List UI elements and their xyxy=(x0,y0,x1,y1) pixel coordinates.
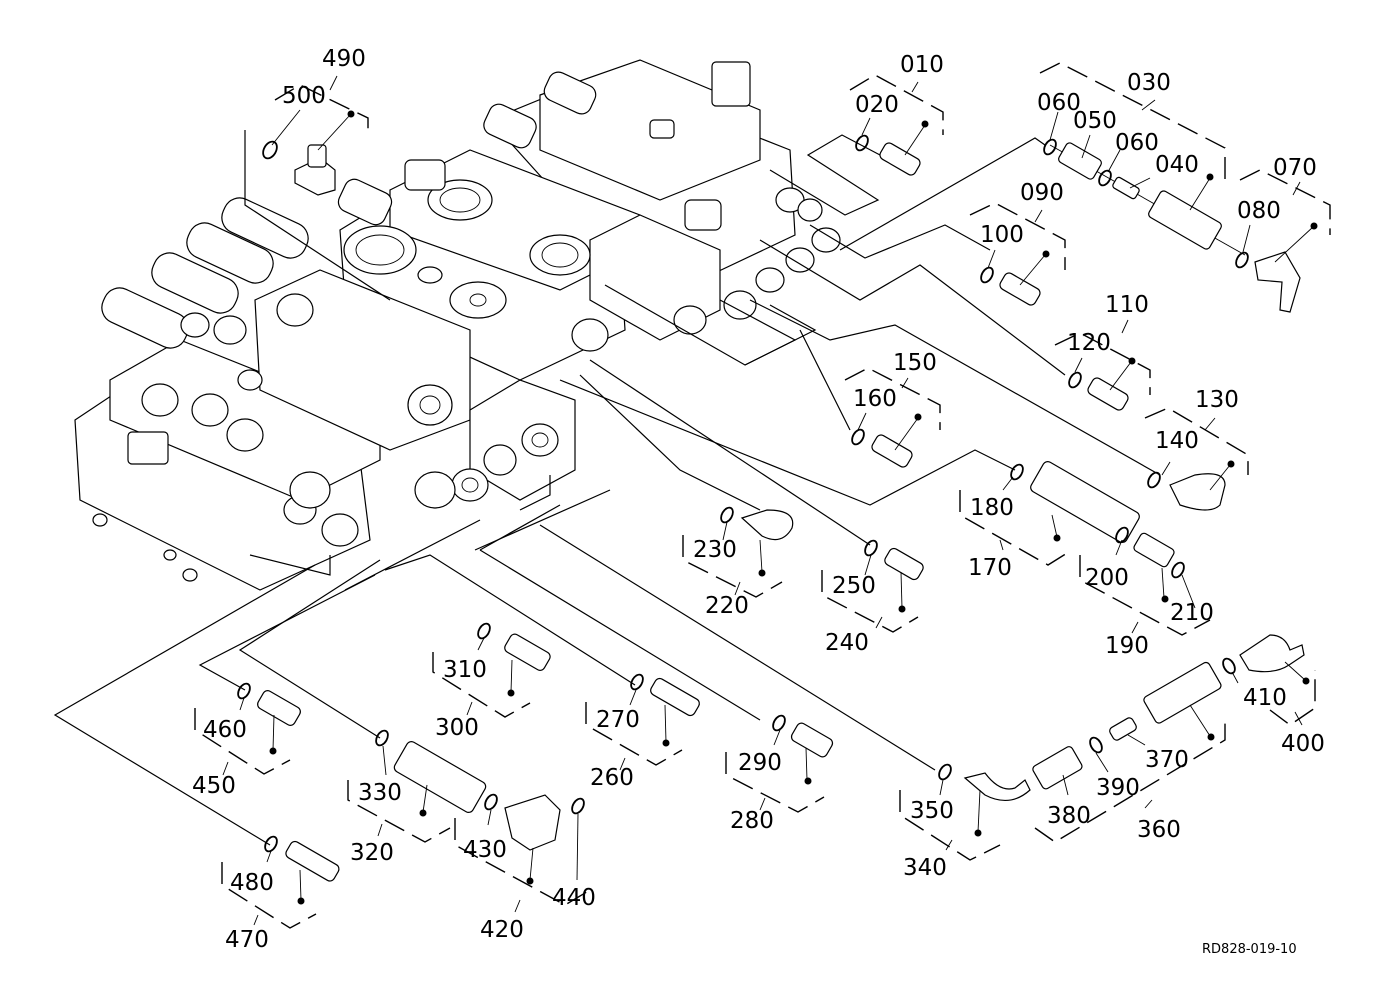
elbow-fitting-130 xyxy=(1147,471,1226,511)
callout-390: 390 xyxy=(1096,775,1140,801)
callout-200: 200 xyxy=(1085,565,1129,591)
callout-220: 220 xyxy=(705,593,749,619)
callout-170: 170 xyxy=(968,555,1012,581)
callout-450: 450 xyxy=(192,773,236,799)
leader-lines xyxy=(53,130,1246,846)
callout-060-b: 060 xyxy=(1115,130,1159,156)
drawing-code: RD828-019-10 xyxy=(1202,942,1297,957)
callout-420: 420 xyxy=(480,917,524,943)
check-valve-assembly-030 xyxy=(1043,138,1301,313)
callout-380: 380 xyxy=(1047,803,1091,829)
callout-040: 040 xyxy=(1155,152,1199,178)
callout-030: 030 xyxy=(1127,70,1171,96)
callout-070: 070 xyxy=(1273,155,1317,181)
callout-340: 340 xyxy=(903,855,947,881)
callout-320: 320 xyxy=(350,840,394,866)
callout-140: 140 xyxy=(1155,428,1199,454)
callout-010: 010 xyxy=(900,52,944,78)
adapter-190 xyxy=(1115,526,1185,579)
check-valve-assembly-360 xyxy=(1032,661,1222,790)
callout-090: 090 xyxy=(1020,180,1064,206)
callout-440: 440 xyxy=(552,885,596,911)
fitting-parts xyxy=(237,134,1305,882)
callout-050: 050 xyxy=(1073,108,1117,134)
straight-fitting-240 xyxy=(864,539,924,581)
check-valve-320 xyxy=(375,729,487,813)
callout-210: 210 xyxy=(1170,600,1214,626)
callout-500: 500 xyxy=(282,83,326,109)
callout-150: 150 xyxy=(893,350,937,376)
callout-080: 080 xyxy=(1237,198,1281,224)
callout-130: 130 xyxy=(1195,387,1239,413)
callout-labels: 010 020 030 040 050 060 060 070 080 090 … xyxy=(192,46,1325,953)
group-brackets xyxy=(194,62,1331,929)
callout-460: 460 xyxy=(203,717,247,743)
elbow-fitting-420 xyxy=(484,793,585,851)
callout-190: 190 xyxy=(1105,633,1149,659)
elbow-fitting-400 xyxy=(1222,634,1305,675)
callout-360: 360 xyxy=(1137,817,1181,843)
callout-270: 270 xyxy=(596,707,640,733)
straight-fitting-150 xyxy=(851,428,913,468)
callout-160: 160 xyxy=(853,386,897,412)
callout-400: 400 xyxy=(1281,731,1325,757)
straight-fitting-010 xyxy=(855,134,921,176)
straight-fitting-110 xyxy=(1068,371,1129,411)
callout-430: 430 xyxy=(463,837,507,863)
callout-250: 250 xyxy=(832,573,876,599)
callout-260: 260 xyxy=(590,765,634,791)
callout-290: 290 xyxy=(738,750,782,776)
callout-300: 300 xyxy=(435,715,479,741)
straight-fitting-300 xyxy=(477,622,551,671)
callout-470: 470 xyxy=(225,927,269,953)
callout-310: 310 xyxy=(443,657,487,683)
callout-350: 350 xyxy=(910,798,954,824)
callout-490: 490 xyxy=(322,46,366,72)
check-valve-170 xyxy=(1010,461,1140,543)
callout-060-a: 060 xyxy=(1037,90,1081,116)
callout-leaders xyxy=(222,75,1318,926)
callout-180: 180 xyxy=(970,495,1014,521)
callout-370: 370 xyxy=(1145,747,1189,773)
callout-230: 230 xyxy=(693,537,737,563)
callout-100: 100 xyxy=(980,222,1024,248)
callout-410: 410 xyxy=(1243,685,1287,711)
callout-020: 020 xyxy=(855,92,899,118)
callout-330: 330 xyxy=(358,780,402,806)
elbow-fitting-490 xyxy=(262,140,336,196)
elbow-fitting-340 xyxy=(938,763,1031,801)
callout-280: 280 xyxy=(730,808,774,834)
angled-fitting-260 xyxy=(630,673,700,717)
control-valve-body xyxy=(74,59,841,591)
elbow-fitting-220 xyxy=(720,506,794,541)
callout-120: 120 xyxy=(1067,330,1111,356)
straight-fitting-090 xyxy=(980,266,1041,306)
angled-fitting-470 xyxy=(264,835,340,882)
callout-240: 240 xyxy=(825,630,869,656)
callout-480: 480 xyxy=(230,870,274,896)
callout-110: 110 xyxy=(1105,292,1149,318)
straight-fitting-280 xyxy=(772,714,834,758)
